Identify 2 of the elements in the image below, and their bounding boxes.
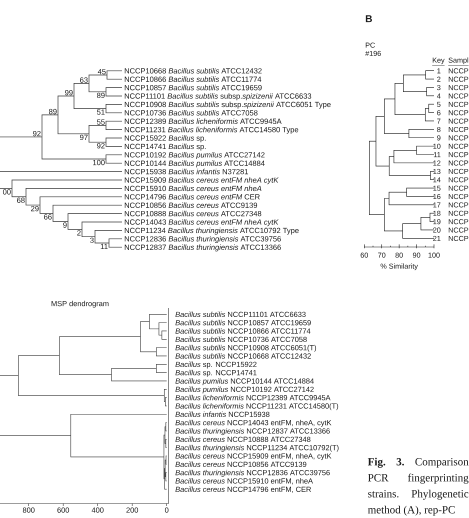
caption: Fig. 3. Comparison PCR fingerprinting strains. Phylogenetic method (A), rep-PC: [368, 458, 469, 516]
panel-label: B: [366, 15, 372, 22]
